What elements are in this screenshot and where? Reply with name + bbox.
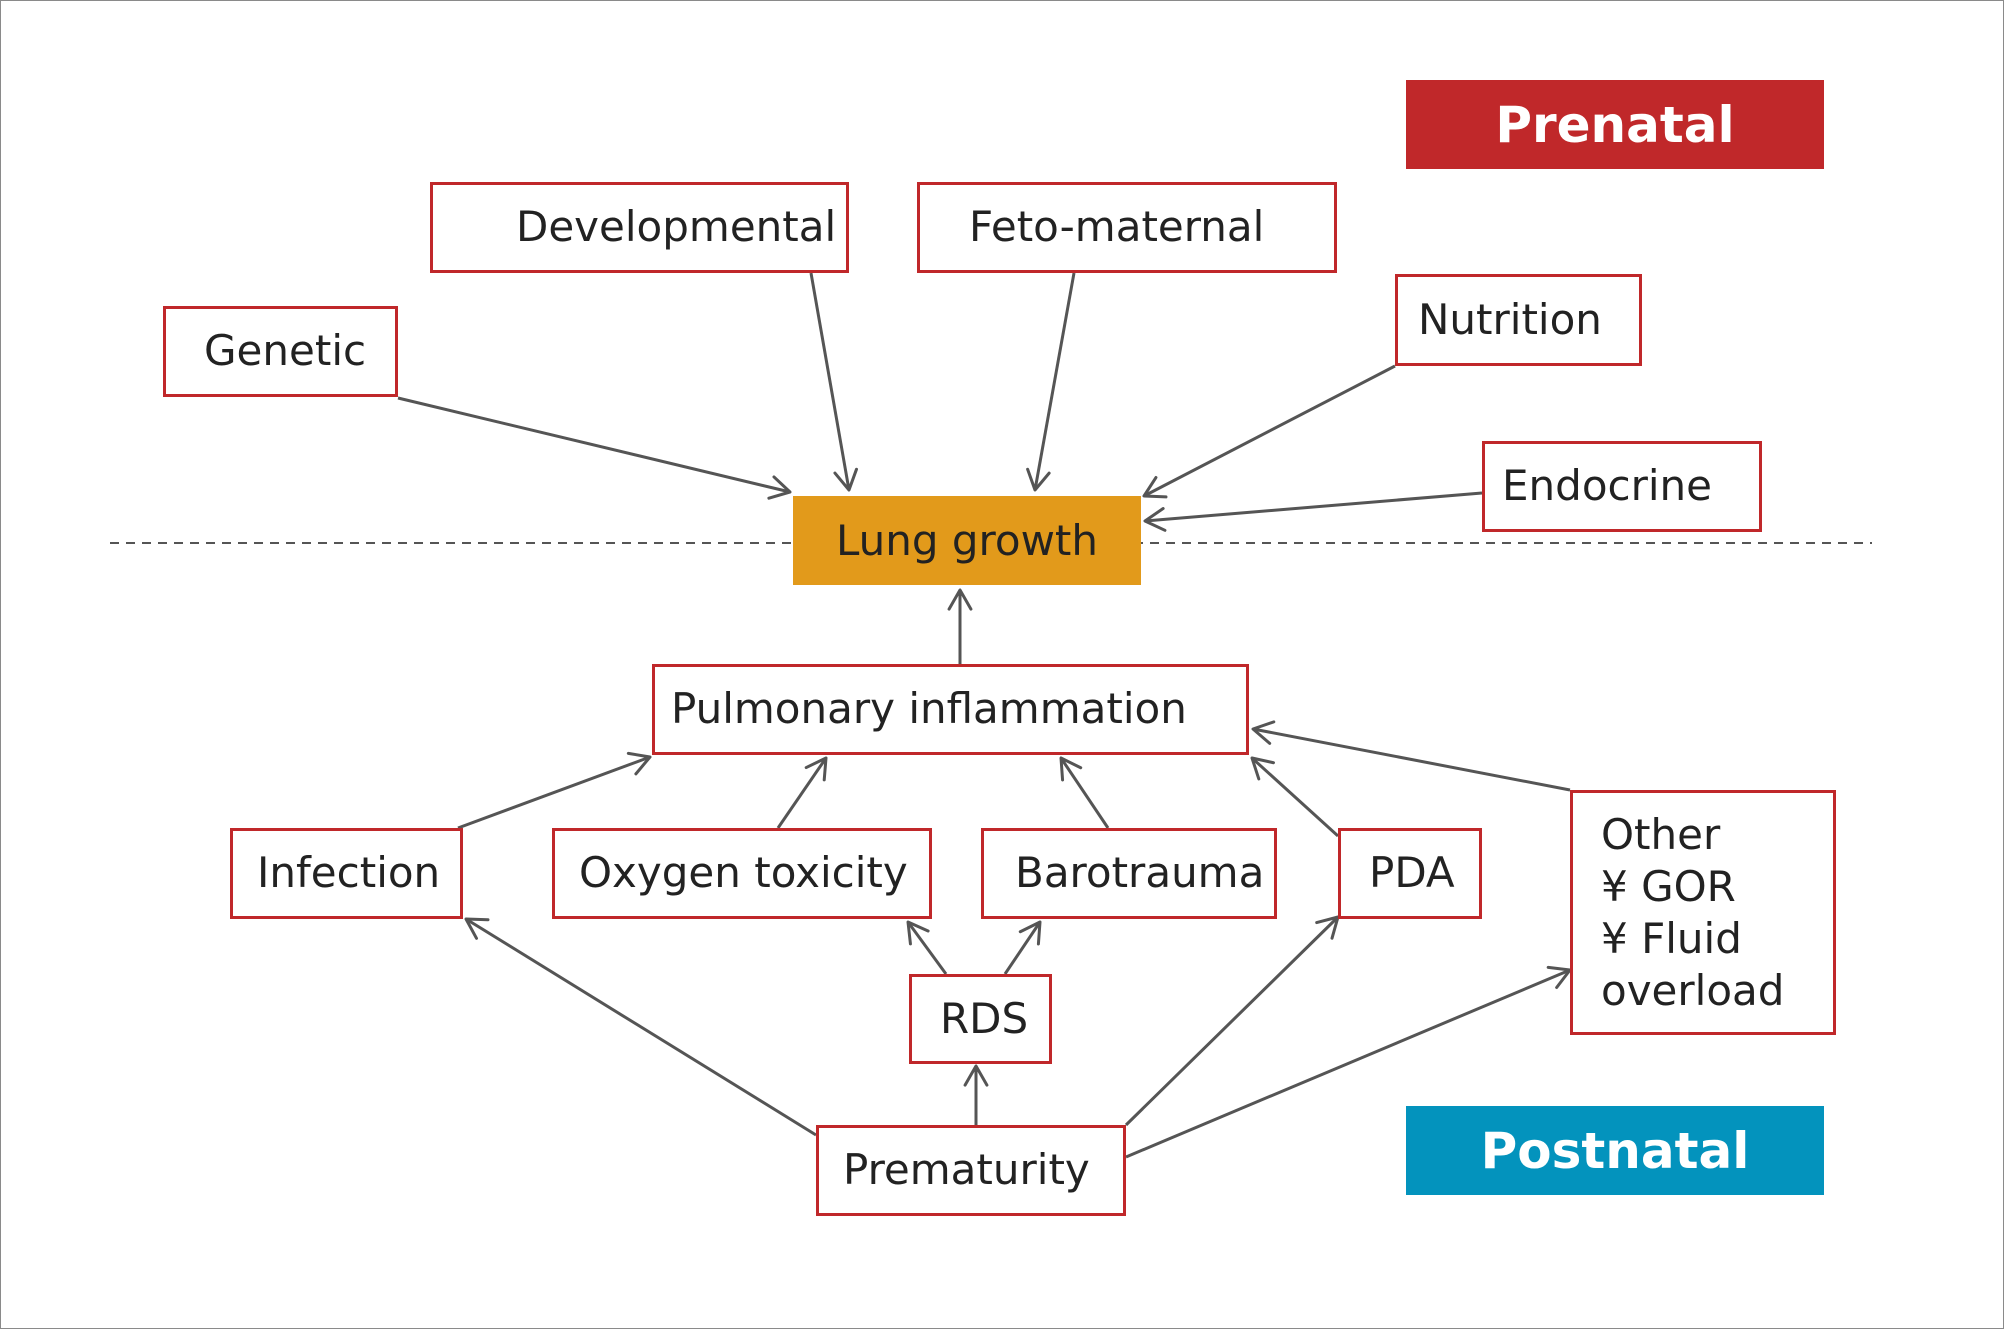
oxygen-toxicity-node: Oxygen toxicity — [552, 828, 932, 919]
barotrauma-node: Barotrauma — [981, 828, 1277, 919]
arrow-rds-to-oxygen-toxicity — [906, 920, 948, 975]
arrow-nutrition-to-lung-growth — [1142, 364, 1396, 499]
rds-label: RDS — [940, 993, 1029, 1043]
arrow-genetic-to-lung-growth — [397, 396, 792, 500]
genetic-label: Genetic — [204, 326, 367, 376]
arrow-prematurity-to-rds — [963, 1064, 989, 1125]
developmental-node: Developmental — [430, 182, 849, 273]
pda-node: PDA — [1338, 828, 1482, 919]
arrow-other-to-pulmonary-inflammation — [1251, 720, 1571, 792]
infection-label: Infection — [257, 848, 441, 898]
arrow-oxygen-toxicity-to-pulmonary-inflammation — [776, 756, 828, 829]
pulmonary-inflammation-node: Pulmonary inflammation — [652, 664, 1249, 755]
rds-node: RDS — [909, 974, 1052, 1064]
arrow-infection-to-pulmonary-inflammation — [457, 751, 652, 830]
other-item-fluid: ¥ Fluid — [1601, 913, 1742, 963]
arrow-group — [397, 272, 1572, 1159]
arrow-feto-maternal-to-lung-growth — [1026, 272, 1076, 492]
arrow-prematurity-to-pda — [1124, 915, 1340, 1127]
feto-maternal-node: Feto-maternal — [917, 182, 1337, 273]
arrow-prematurity-to-infection — [464, 917, 817, 1137]
arrow-endocrine-to-lung-growth — [1143, 491, 1483, 532]
arrow-barotrauma-to-pulmonary-inflammation — [1059, 756, 1110, 829]
arrow-rds-to-barotrauma — [1003, 920, 1042, 975]
endocrine-node: Endocrine — [1482, 441, 1762, 532]
prenatal-label: Prenatal — [1495, 95, 1735, 154]
other-title: Other — [1601, 809, 1721, 859]
pda-label: PDA — [1369, 848, 1455, 898]
postnatal-label: Postnatal — [1480, 1121, 1750, 1180]
genetic-node: Genetic — [163, 306, 398, 397]
lung-growth-node: Lung growth — [793, 496, 1141, 585]
arrow-developmental-to-lung-growth — [809, 272, 858, 492]
nutrition-label: Nutrition — [1418, 294, 1602, 344]
arrow-pda-to-pulmonary-inflammation — [1250, 756, 1340, 838]
barotrauma-label: Barotrauma — [1015, 848, 1265, 898]
prenatal-banner: Prenatal — [1406, 80, 1824, 169]
developmental-label: Developmental — [516, 202, 837, 252]
endocrine-label: Endocrine — [1502, 461, 1712, 511]
prematurity-node: Prematurity — [816, 1125, 1126, 1216]
feto-maternal-label: Feto-maternal — [969, 202, 1265, 252]
arrow-pulmonary-inflammation-to-lung-growth — [947, 588, 973, 664]
other-item-overload: overload — [1601, 965, 1785, 1015]
prematurity-label: Prematurity — [843, 1145, 1090, 1195]
other-item-gor: ¥ GOR — [1601, 861, 1736, 911]
lung-growth-label: Lung growth — [835, 516, 1099, 565]
oxygen-toxicity-label: Oxygen toxicity — [579, 848, 908, 898]
other-node: Other ¥ GOR ¥ Fluid overload — [1570, 790, 1836, 1035]
postnatal-banner: Postnatal — [1406, 1106, 1824, 1195]
nutrition-node: Nutrition — [1395, 274, 1642, 366]
infection-node: Infection — [230, 828, 463, 919]
pulmonary-inflammation-label: Pulmonary inflammation — [671, 684, 1187, 734]
